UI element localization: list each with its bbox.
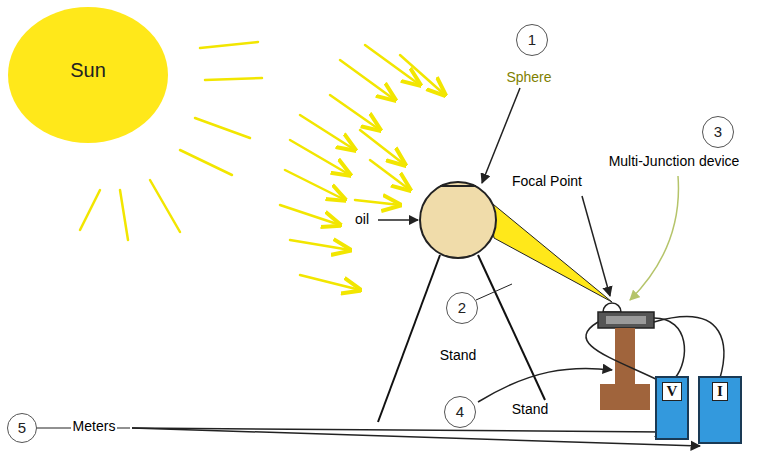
meter-symbol: I (712, 382, 728, 401)
sun-ray (300, 275, 360, 290)
sun-ray (285, 170, 345, 200)
device-stand-base (600, 384, 650, 410)
leader-line (478, 368, 612, 402)
sun-ray (330, 95, 380, 130)
meter-box: I (698, 376, 742, 444)
sphere-cap (440, 185, 476, 187)
stand-leg (478, 255, 545, 400)
part-name: Sphere (504, 70, 553, 85)
callout-number: 2 (446, 292, 478, 324)
sun-ray (360, 130, 405, 165)
sun-ray (355, 200, 400, 205)
stand-leg (378, 255, 440, 422)
sun-ray (400, 55, 445, 95)
callout-text: 1 (528, 32, 536, 49)
leader-line (482, 88, 520, 183)
callout-text: 5 (18, 420, 26, 437)
sun-disc (8, 7, 168, 143)
wire (654, 318, 684, 378)
device-stand (615, 328, 635, 384)
leader-line (630, 176, 678, 300)
callout-number: 3 (702, 116, 734, 148)
callout-text: 2 (458, 300, 466, 317)
sun-label: Sun (70, 59, 106, 81)
sun-ray (150, 180, 180, 232)
part-name: Multi-Junction device (607, 154, 742, 169)
sun-ray (180, 150, 232, 175)
multi-junction-device (598, 312, 654, 328)
callout-text: 4 (456, 404, 464, 421)
sun-ray (290, 240, 350, 250)
part-name: oil (353, 212, 371, 227)
sun-ray (120, 190, 128, 240)
callout-number: 5 (7, 413, 37, 443)
sun-ray (370, 160, 410, 190)
sun-rays (80, 42, 445, 290)
meter-symbol: V (662, 382, 683, 401)
part-name: Stand (438, 348, 479, 363)
callout-text: 3 (714, 124, 722, 141)
callout-number: 1 (516, 24, 548, 56)
sun-ray (300, 115, 355, 150)
sun-ray (290, 140, 350, 175)
sun-ray (205, 78, 262, 80)
sun-ray (80, 190, 100, 230)
meter-box: V (655, 376, 689, 440)
part-name: Meters (71, 419, 118, 434)
sun-ray (280, 205, 340, 225)
sun-ray (340, 60, 395, 100)
wire (654, 317, 724, 378)
part-name: Stand (510, 402, 551, 417)
leader-line (378, 219, 418, 221)
device-plate (606, 316, 646, 324)
sun-ray (195, 118, 250, 138)
part-name: Focal Point (510, 174, 584, 189)
callout-number: 4 (444, 396, 476, 428)
sun-ray (200, 42, 258, 48)
sphere (420, 182, 496, 258)
leader-line (582, 196, 610, 296)
leader-line (476, 284, 512, 300)
leader-line (132, 428, 700, 446)
device-dome (603, 303, 621, 312)
sun-label-shape: Sun (8, 2, 168, 138)
